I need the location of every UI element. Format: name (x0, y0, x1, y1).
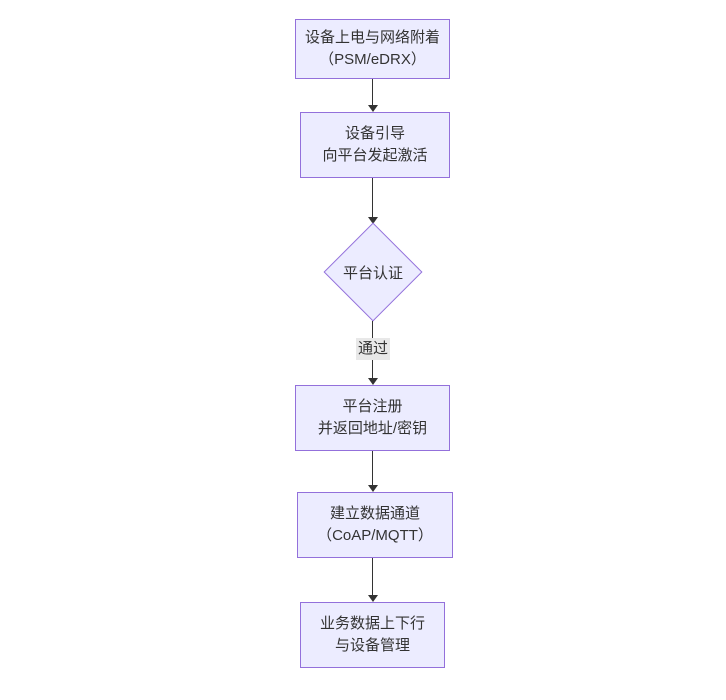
arrowhead-icon (368, 595, 378, 602)
flow-node-data-channel: 建立数据通道 （CoAP/MQTT） (297, 492, 453, 558)
arrowhead-icon (368, 217, 378, 224)
node-label-line: （PSM/eDRX） (319, 51, 426, 68)
edge-line (372, 178, 373, 217)
flow-node-platform-auth: 平台认证 (323, 222, 423, 322)
node-label-line: 与设备管理 (334, 637, 410, 654)
node-label-line: 业务数据上下行 (319, 615, 425, 632)
arrowhead-icon (368, 485, 378, 492)
edge-line (372, 79, 373, 105)
edge-line (372, 558, 373, 595)
node-label-line: 平台注册 (342, 398, 403, 415)
arrowhead-icon (368, 378, 378, 385)
flow-node-power-attach: 设备上电与网络附着 （PSM/eDRX） (295, 19, 450, 79)
edge-label-pass: 通过 (355, 338, 391, 360)
flow-node-device-boot: 设备引导 向平台发起激活 (300, 112, 450, 178)
node-label-line: 建立数据通道 (329, 505, 420, 522)
edge-line (372, 451, 373, 485)
arrowhead-icon (368, 105, 378, 112)
flow-node-business-data: 业务数据上下行 与设备管理 (300, 602, 445, 668)
node-label-line: （CoAP/MQTT） (317, 527, 433, 544)
node-label-line: 设备引导 (344, 125, 405, 142)
flow-node-platform-register: 平台注册 并返回地址/密钥 (295, 385, 450, 451)
node-label-line: 平台认证 (342, 264, 403, 282)
node-label-line: 设备上电与网络附着 (304, 29, 440, 46)
node-label-line: 向平台发起激活 (322, 147, 428, 164)
node-label-line: 并返回地址/密钥 (317, 420, 428, 437)
